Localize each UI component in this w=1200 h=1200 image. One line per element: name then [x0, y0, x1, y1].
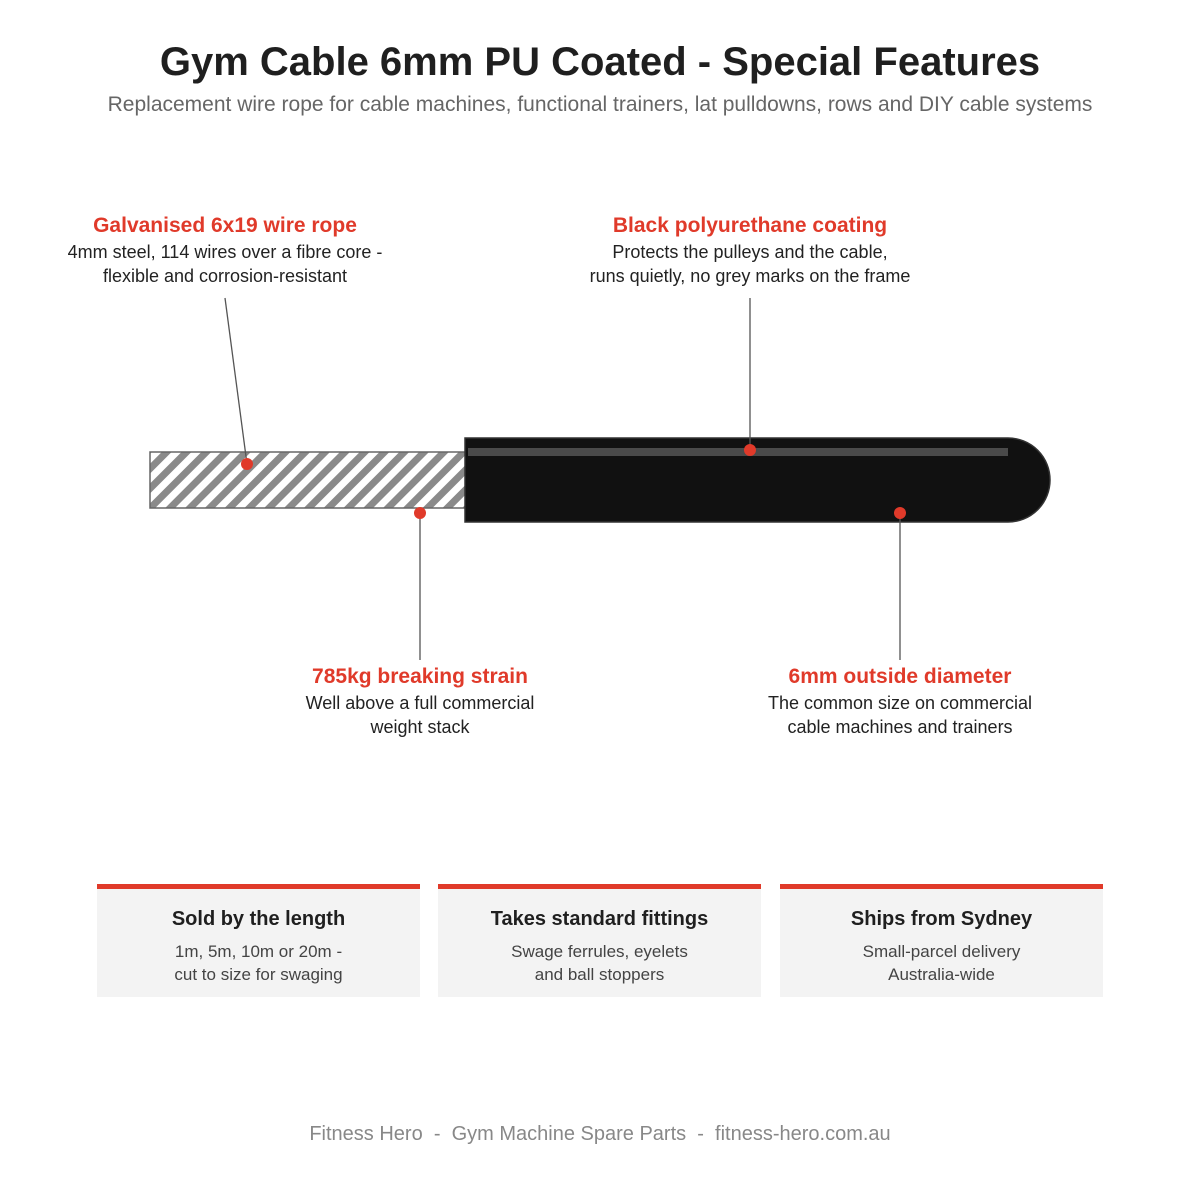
dot-diameter [894, 507, 906, 519]
feature-card-length: Sold by the length 1m, 5m, 10m or 20m - … [97, 884, 420, 997]
callout-wire-rope: Galvanised 6x19 wire rope 4mm steel, 114… [25, 212, 425, 288]
feature-card-fittings: Takes standard fittings Swage ferrules, … [438, 884, 761, 997]
callout-diameter-title: 6mm outside diameter [788, 665, 1012, 688]
feature-card-line1: 1m, 5m, 10m or 20m - [174, 942, 343, 961]
dot-strain [414, 507, 426, 519]
callout-strain-line2: weight stack [370, 717, 470, 737]
footer-credit: Fitness Hero - Gym Machine Spare Parts -… [309, 1123, 891, 1145]
feature-card-line1: Small-parcel delivery [862, 942, 1021, 961]
feature-card-title: Ships from Sydney [850, 908, 1033, 930]
callout-diameter: 6mm outside diameter The common size on … [700, 663, 1100, 739]
callout-coating-title: Black polyurethane coating [612, 214, 888, 237]
page-subtitle: Replacement wire rope for cable machines… [107, 93, 1093, 116]
coating-highlight [468, 448, 1008, 456]
callout-strain-line1: Well above a full commercial [305, 693, 535, 713]
callout-diameter-line2: cable machines and trainers [787, 717, 1013, 737]
dot-wire-rope [241, 458, 253, 470]
callout-wire-rope-line1: 4mm steel, 114 wires over a fibre core - [67, 242, 383, 262]
callout-coating-line2: runs quietly, no grey marks on the frame [589, 266, 911, 286]
callout-strain-title: 785kg breaking strain [312, 665, 528, 688]
dot-coating [744, 444, 756, 456]
callout-diameter-line1: The common size on commercial [767, 693, 1033, 713]
feature-card-shipping: Ships from Sydney Small-parcel delivery … [780, 884, 1103, 997]
callout-wire-rope-title: Galvanised 6x19 wire rope [93, 214, 357, 237]
feature-cards: Sold by the length 1m, 5m, 10m or 20m - … [97, 884, 1103, 998]
page-title: Gym Cable 6mm PU Coated - Special Featur… [159, 40, 1041, 84]
feature-card-line1: Swage ferrules, eyelets [511, 942, 688, 961]
feature-card-line2: Australia-wide [888, 965, 995, 984]
feature-card-line2: cut to size for swaging [174, 965, 343, 984]
feature-card-title: Takes standard fittings [490, 908, 709, 930]
pu-coating-sheath [464, 437, 1051, 523]
leader-wire-rope [224, 297, 248, 465]
callout-coating: Black polyurethane coating Protects the … [550, 212, 950, 288]
callout-coating-line1: Protects the pulleys and the cable, [612, 242, 888, 262]
feature-card-line2: and ball stoppers [534, 965, 665, 984]
feature-card-title: Sold by the length [171, 908, 346, 930]
callout-wire-rope-line2: flexible and corrosion-resistant [102, 266, 348, 286]
callout-strain: 785kg breaking strain Well above a full … [220, 663, 620, 739]
exposed-wire-rope [149, 451, 469, 509]
